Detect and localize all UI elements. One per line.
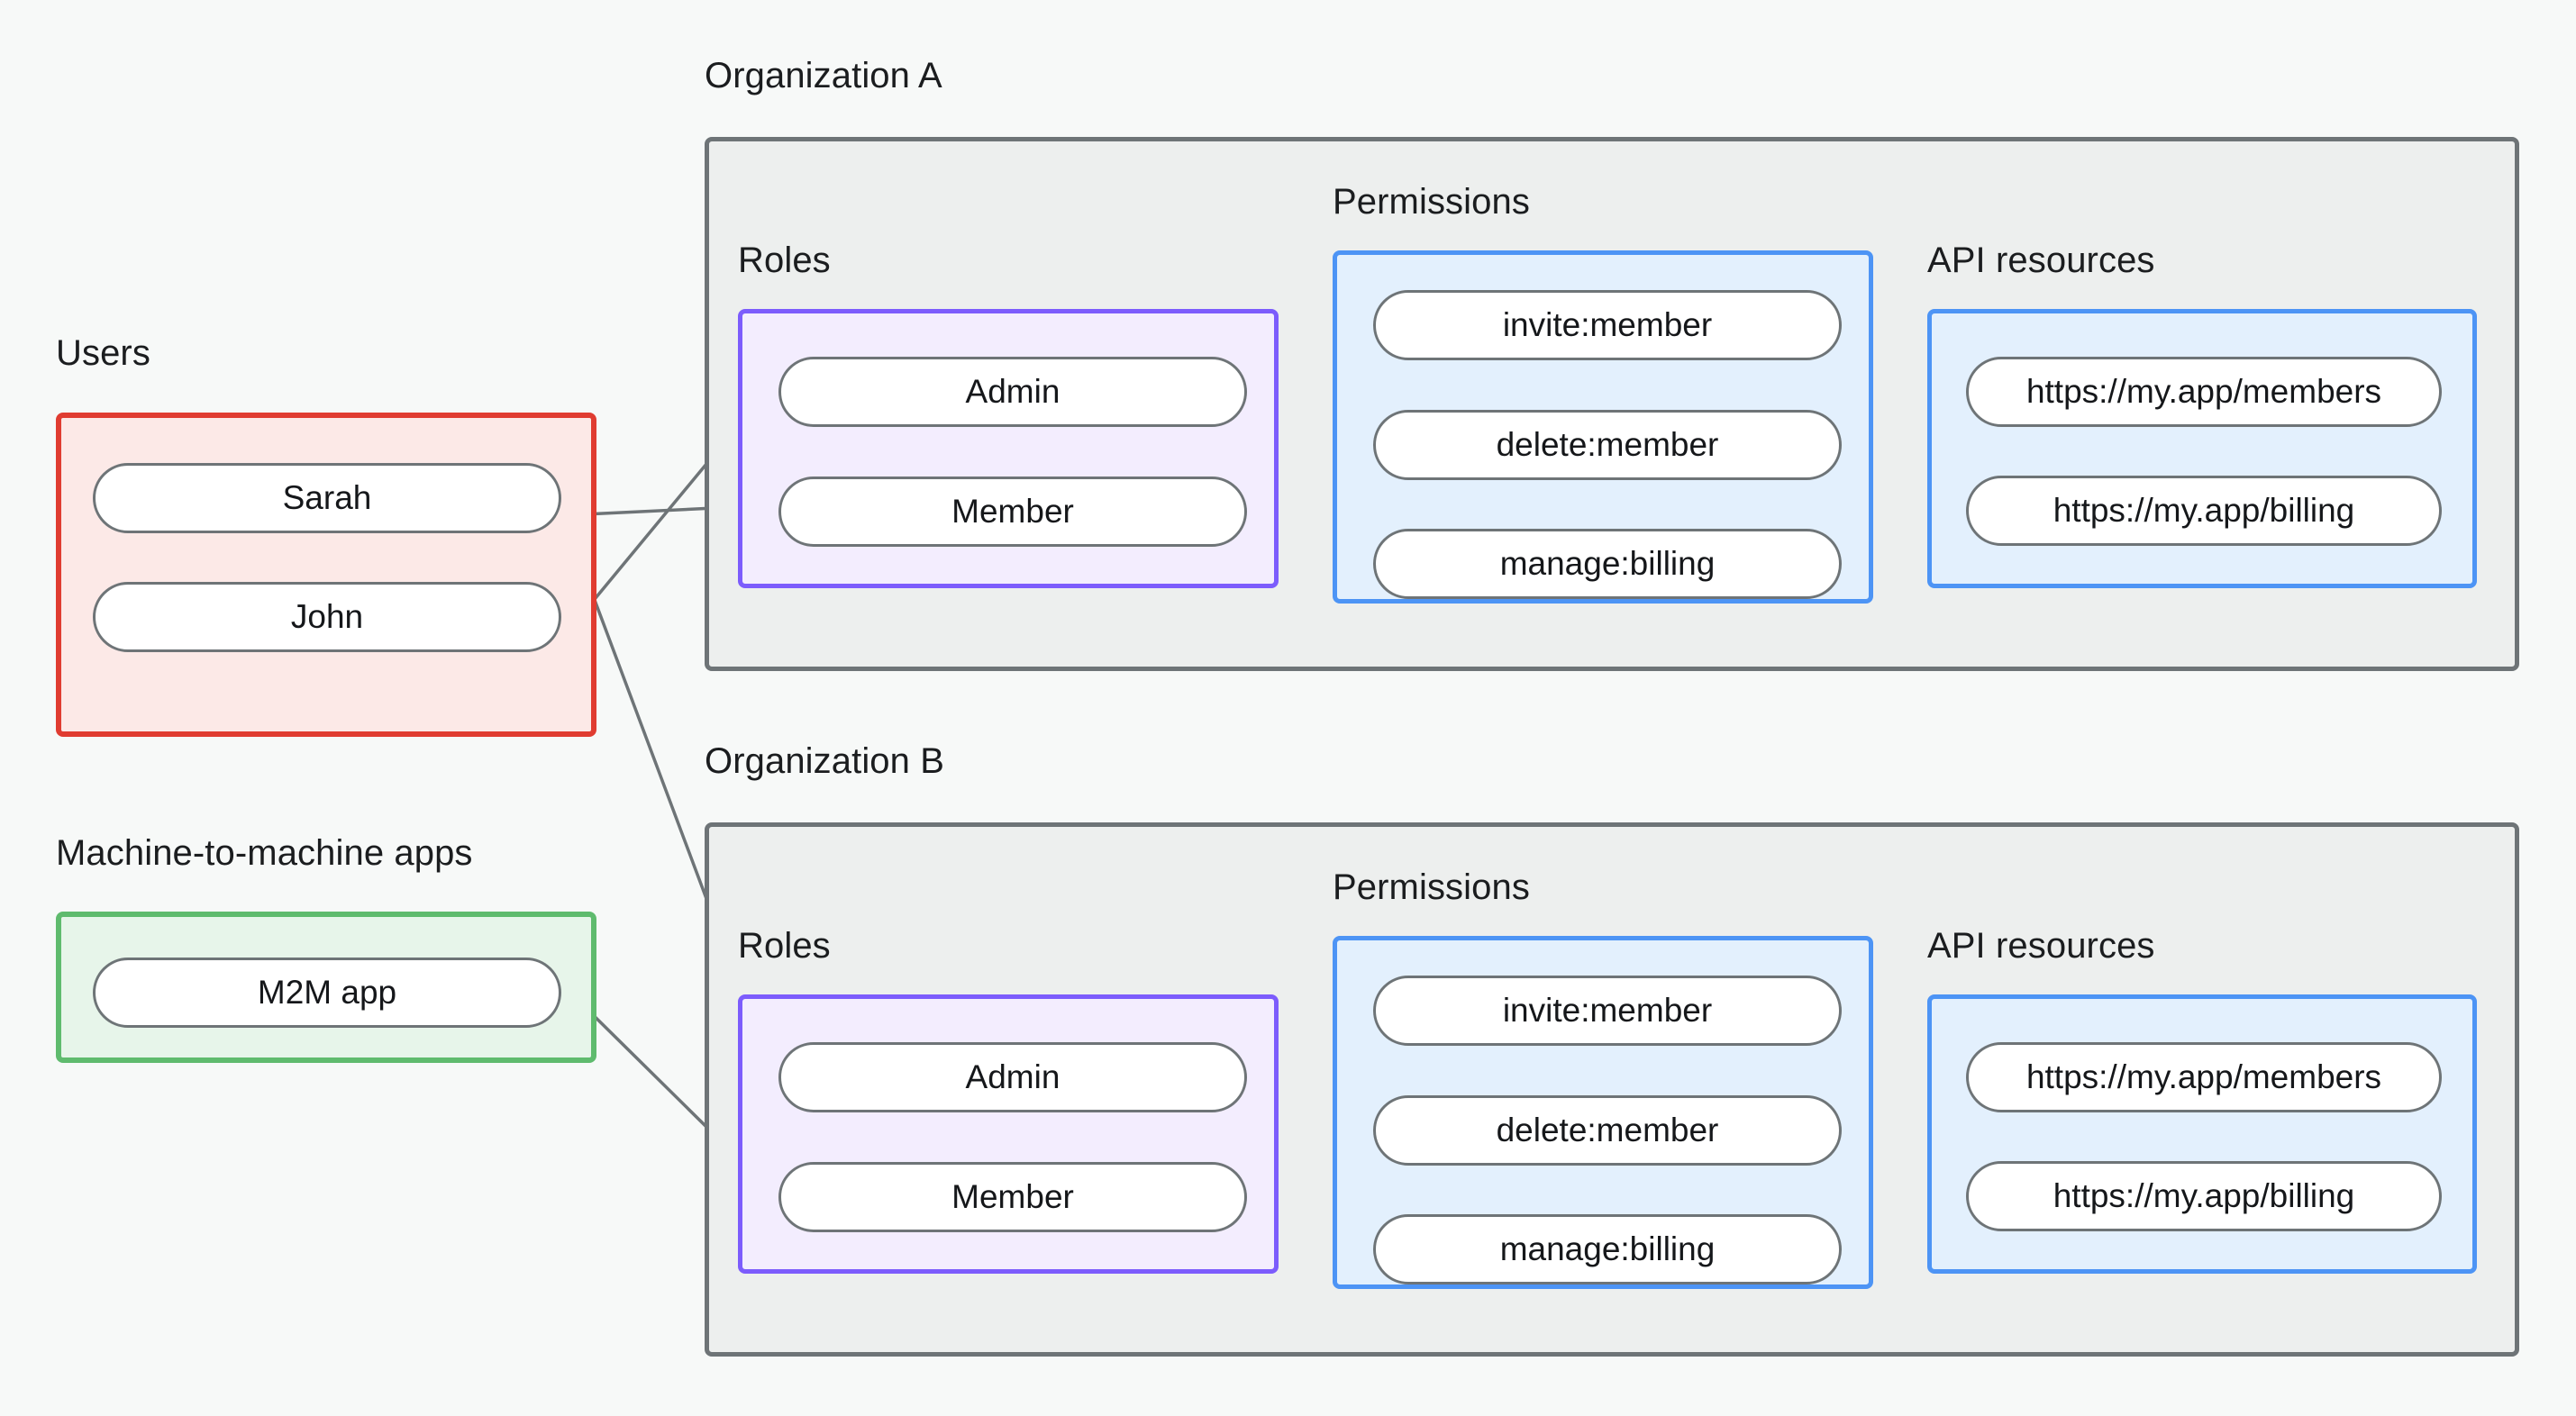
m2m-node-app[interactable]: M2M app <box>93 958 561 1028</box>
user-node-sarah[interactable]: Sarah <box>93 463 561 533</box>
roles-a-caption: Roles <box>738 241 831 280</box>
api-resource-node-a-members[interactable]: https://my.app/members <box>1966 357 2442 427</box>
api-resource-node-b-members[interactable]: https://my.app/members <box>1966 1042 2442 1112</box>
roles-b-caption: Roles <box>738 926 831 966</box>
organization-a-caption: Organization A <box>705 56 942 95</box>
permission-node-a-delete[interactable]: delete:member <box>1373 410 1842 480</box>
permission-node-b-invite[interactable]: invite:member <box>1373 976 1842 1046</box>
role-node-a-member[interactable]: Member <box>778 477 1247 547</box>
permission-node-a-invite[interactable]: invite:member <box>1373 290 1842 360</box>
permission-node-b-manage[interactable]: manage:billing <box>1373 1214 1842 1284</box>
roles-b-group: Admin Member <box>738 994 1279 1274</box>
api-resources-a-caption: API resources <box>1927 241 2155 280</box>
m2m-caption: Machine-to-machine apps <box>56 833 473 873</box>
role-node-b-admin[interactable]: Admin <box>778 1042 1247 1112</box>
permissions-a-group: invite:member delete:member manage:billi… <box>1333 250 1873 604</box>
user-node-john[interactable]: John <box>93 582 561 652</box>
users-caption: Users <box>56 333 150 373</box>
permission-node-a-manage[interactable]: manage:billing <box>1373 529 1842 599</box>
api-resources-a-group: https://my.app/members https://my.app/bi… <box>1927 309 2477 588</box>
api-resource-node-a-billing[interactable]: https://my.app/billing <box>1966 476 2442 546</box>
permissions-a-caption: Permissions <box>1333 182 1530 222</box>
users-group: Sarah John <box>56 413 596 737</box>
role-node-a-admin[interactable]: Admin <box>778 357 1247 427</box>
permissions-b-caption: Permissions <box>1333 867 1530 907</box>
api-resource-node-b-billing[interactable]: https://my.app/billing <box>1966 1161 2442 1231</box>
organization-b-group: Roles Admin Member Permissions invite:me… <box>705 822 2519 1357</box>
roles-a-group: Admin Member <box>738 309 1279 588</box>
permission-node-b-delete[interactable]: delete:member <box>1373 1095 1842 1166</box>
m2m-group: M2M app <box>56 912 596 1063</box>
api-resources-b-group: https://my.app/members https://my.app/bi… <box>1927 994 2477 1274</box>
permissions-b-group: invite:member delete:member manage:billi… <box>1333 936 1873 1289</box>
organization-a-group: Roles Admin Member Permissions invite:me… <box>705 137 2519 671</box>
organization-b-caption: Organization B <box>705 741 944 781</box>
api-resources-b-caption: API resources <box>1927 926 2155 966</box>
role-node-b-member[interactable]: Member <box>778 1162 1247 1232</box>
